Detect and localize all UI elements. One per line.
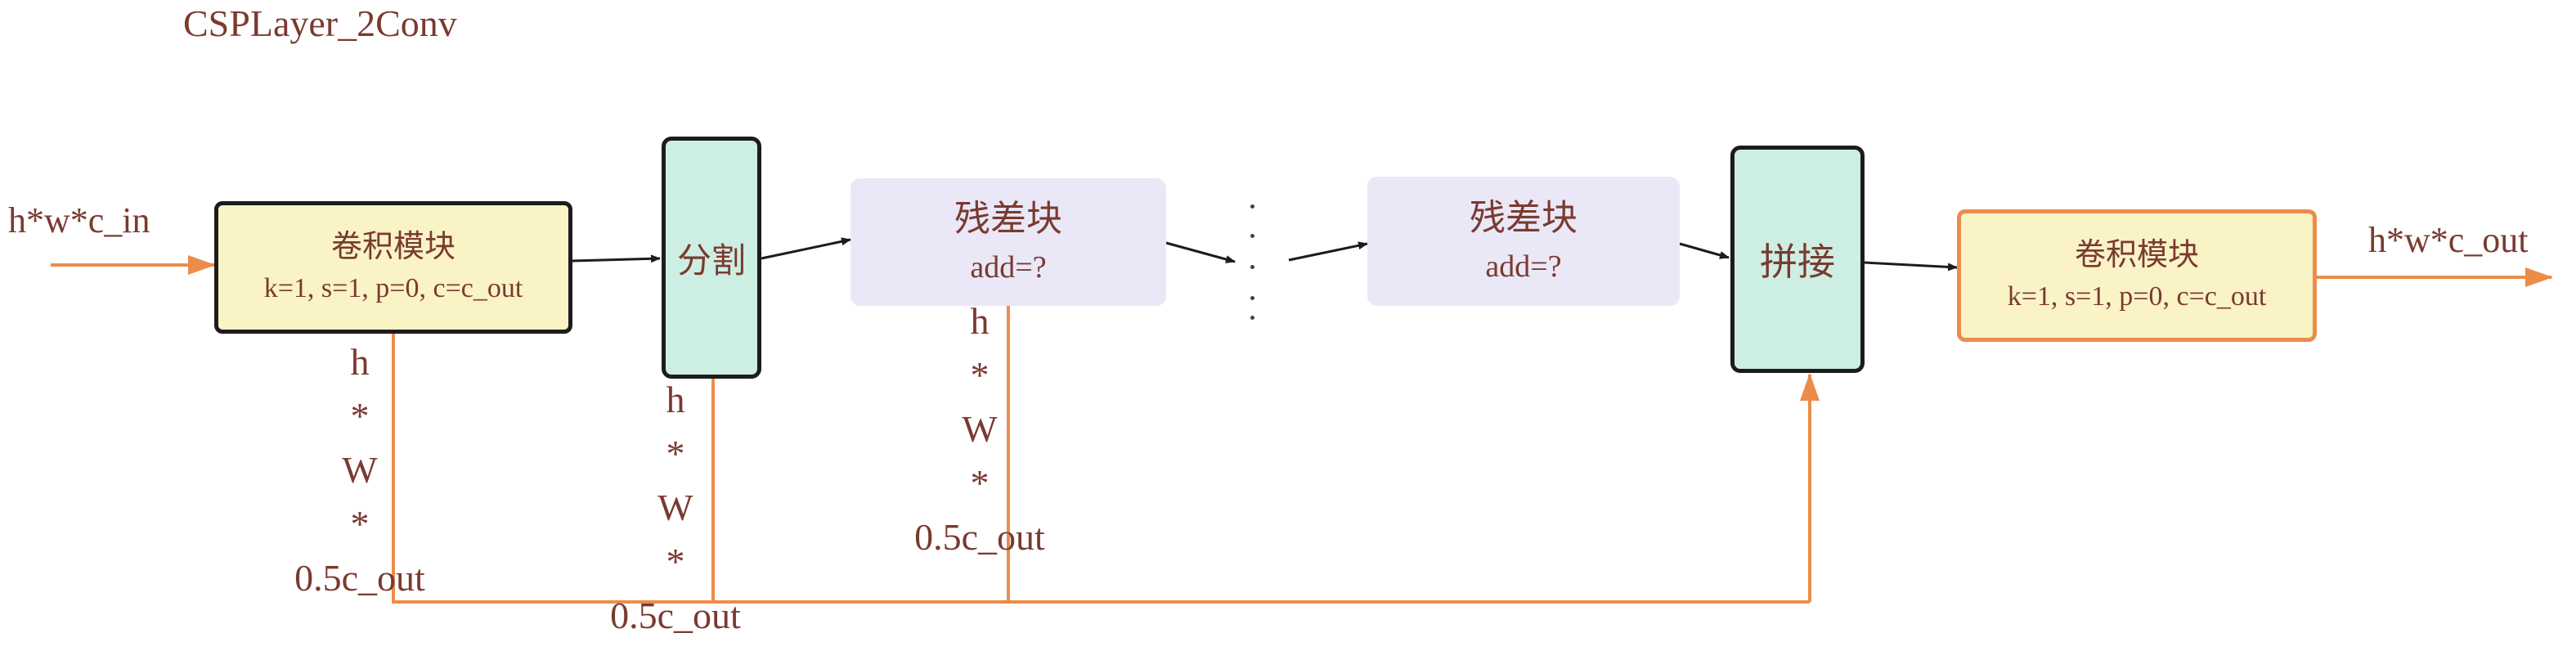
dim-line: h xyxy=(666,379,685,420)
conv-block-in: 卷积模块 k=1, s=1, p=0, c=c_out xyxy=(214,201,572,334)
arrow-res1-to-dots xyxy=(1165,241,1236,263)
dim-line: * xyxy=(350,503,370,545)
residual-block-1: 残差块 add=? xyxy=(850,178,1166,306)
input-label: h*w*c_in xyxy=(8,200,150,240)
dim-line: W xyxy=(342,449,378,491)
dim-line: W xyxy=(962,408,998,450)
dim-line: 0.5c_out xyxy=(294,557,425,599)
dim-line: h xyxy=(970,300,990,342)
dim-line: * xyxy=(350,395,370,437)
residual-block-1-name: 残差块 xyxy=(954,199,1062,239)
dim-line: h xyxy=(350,341,370,383)
concat-block: 拼接 xyxy=(1730,146,1865,373)
output-label: h*w*c_out xyxy=(2368,220,2529,260)
conv-block-out-params: k=1, s=1, p=0, c=c_out xyxy=(2007,281,2267,312)
dim-line: * xyxy=(666,541,685,582)
connections-layer xyxy=(51,237,2553,604)
residual-block-2-name: 残差块 xyxy=(1470,198,1577,238)
arrow-concat-to-conv xyxy=(1864,261,1958,272)
conv-block-out: 卷积模块 k=1, s=1, p=0, c=c_out xyxy=(1957,209,2317,342)
arrow-res2-to-concat xyxy=(1679,242,1730,259)
dim-line: * xyxy=(666,433,685,474)
diagram-title: CSPLayer_2Conv xyxy=(183,2,457,44)
dim-line: 0.5c_out xyxy=(610,595,741,636)
conv-block-in-name: 卷积模块 xyxy=(330,230,456,264)
split-block: 分割 xyxy=(662,137,761,379)
conv-block-in-params: k=1, s=1, p=0, c=c_out xyxy=(263,273,523,303)
skip-path-conv xyxy=(392,334,1810,604)
split-block-name: 分割 xyxy=(676,242,746,281)
residual-block-2: 残差块 add=? xyxy=(1367,177,1680,306)
concat-block-name: 拼接 xyxy=(1760,241,1835,283)
branch-dim-residual: h * W * 0.5c_out xyxy=(898,303,1061,572)
dim-line: * xyxy=(970,462,990,504)
ellipsis-dots xyxy=(1248,195,1258,326)
dim-line: 0.5c_out xyxy=(914,516,1045,558)
dim-line: W xyxy=(657,487,693,528)
conv-block-out-name: 卷积模块 xyxy=(2074,238,2199,272)
arrow-split-to-res1 xyxy=(761,237,851,260)
arrow-dots-to-res2 xyxy=(1288,241,1368,262)
branch-dim-split: h * W * 0.5c_out xyxy=(594,381,757,651)
branch-dim-conv: h * W * 0.5c_out xyxy=(278,343,442,613)
dim-line: * xyxy=(970,354,990,396)
arrow-conv-to-split xyxy=(572,254,661,263)
residual-block-2-add: add=? xyxy=(1485,249,1562,284)
residual-block-1-add: add=? xyxy=(970,250,1047,285)
